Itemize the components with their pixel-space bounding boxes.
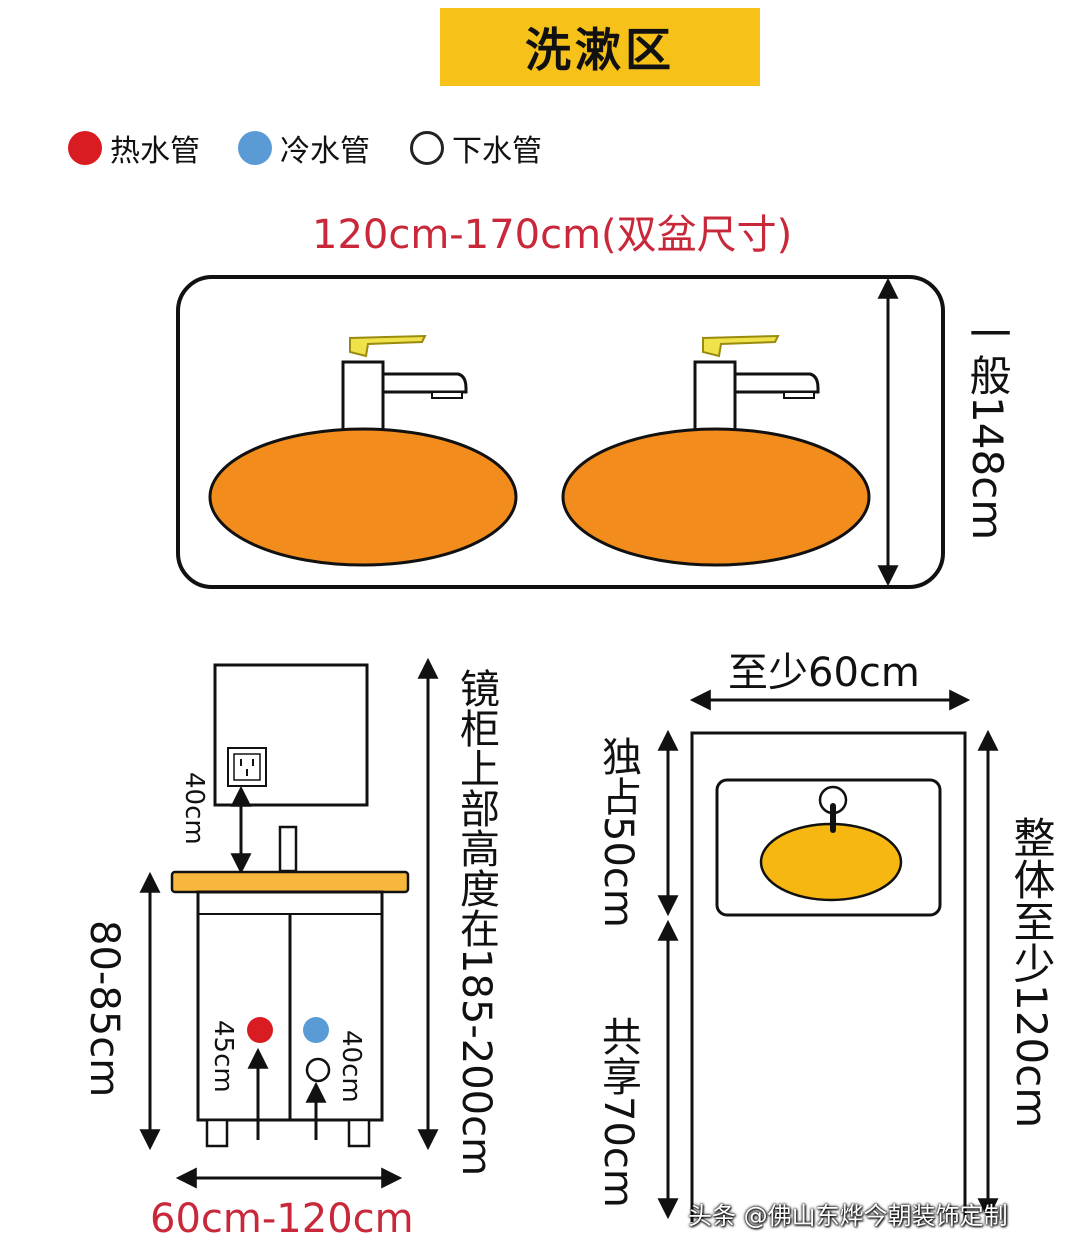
exclusive-space-label: 独占50cm — [595, 736, 641, 928]
legend-drain-label: 下水管 — [452, 134, 542, 169]
total-depth-label: 整体至少120cm — [1007, 816, 1056, 1129]
mirror-height-label: 镜柜上部高度在185-200cm — [453, 668, 499, 1177]
page-title: 洗漱区 — [525, 23, 675, 77]
legend-drain-pipe: 下水管 — [410, 126, 542, 170]
double-basin-width-label: 120cm-170cm(双盆尺寸) — [312, 212, 793, 258]
cabinet-leg-left — [205, 1118, 229, 1148]
title-banner: 洗漱区 — [440, 8, 760, 86]
watermark-text: 头条 @佛山东烨今朝装饰定制 — [688, 1202, 1008, 1230]
vanity-faucet — [278, 825, 298, 873]
legend-hot-label: 热水管 — [110, 134, 200, 169]
floor-plan-basin — [759, 822, 903, 902]
vanity-width-label: 60cm-120cm — [150, 1196, 414, 1242]
left-faucet-icon — [341, 334, 468, 432]
hot-pipe-height-label: 45cm — [208, 1020, 238, 1093]
vanity-countertop — [170, 870, 410, 894]
outlet-gap-label: 40cm — [179, 772, 209, 845]
right-basin — [561, 427, 871, 567]
legend-cold-pipe: 冷水管 — [238, 126, 370, 170]
vanity-depth-label: 一般148cm — [963, 312, 1012, 541]
floor-plan-outline — [690, 731, 967, 1222]
drain-pipe-dot-icon — [410, 131, 444, 165]
hot-pipe-icon — [247, 1017, 273, 1043]
cabinet-leg-right — [347, 1118, 371, 1148]
left-basin — [208, 427, 518, 567]
drain-pipe-icon — [305, 1057, 331, 1083]
min-width-label: 至少60cm — [728, 650, 920, 696]
drain-height-label: 40cm — [336, 1030, 366, 1103]
shared-space-label: 共享70cm — [595, 1016, 641, 1208]
cold-pipe-dot-icon — [238, 131, 272, 165]
legend-cold-label: 冷水管 — [280, 134, 370, 169]
right-faucet-icon — [693, 334, 820, 432]
counter-height-label: 80-85cm — [81, 920, 127, 1098]
power-outlet-icon — [227, 747, 267, 787]
cold-pipe-icon — [303, 1017, 329, 1043]
legend-hot-pipe: 热水管 — [68, 126, 200, 170]
hot-pipe-dot-icon — [68, 131, 102, 165]
